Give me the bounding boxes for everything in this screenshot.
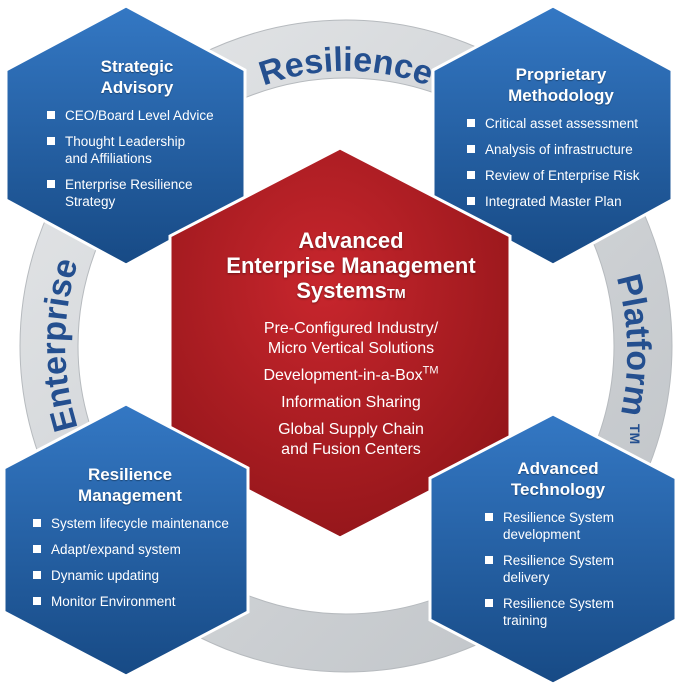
center-content: Advanced Enterprise Management SystemsTM… bbox=[200, 228, 502, 467]
list-item: CEO/Board Level Advice bbox=[46, 107, 236, 124]
list-item: Critical asset assessment bbox=[466, 115, 666, 132]
outer-ring-edge bbox=[19, 19, 673, 673]
inner-ring-edge bbox=[77, 77, 615, 615]
list-item: Dynamic updating bbox=[32, 567, 248, 584]
bullet-square-icon bbox=[467, 119, 475, 127]
list-item: Analysis of infrastructure bbox=[466, 141, 666, 158]
outer-ring bbox=[20, 20, 672, 672]
center-item-tm: TM bbox=[422, 364, 439, 377]
center-item-development-in-a-box: Development-in-a-BoxTM bbox=[263, 364, 439, 384]
list-item: Monitor Environment bbox=[32, 593, 248, 610]
bullet-square-icon bbox=[47, 180, 55, 188]
proprietary-methodology-title: Proprietary Methodology bbox=[508, 65, 614, 105]
bullet-square-icon bbox=[485, 599, 493, 607]
hexagon-advanced-technology bbox=[428, 412, 678, 686]
list-item: Integrated Master Plan bbox=[466, 193, 666, 210]
bullet-square-icon bbox=[485, 556, 493, 564]
center-item-preconfigured: Pre-Configured Industry/ Micro Vertical … bbox=[263, 320, 439, 357]
bullet-square-icon bbox=[467, 171, 475, 179]
ring-label-platform-tm: TM bbox=[627, 424, 643, 444]
list-item: Review of Enterprise Risk bbox=[466, 167, 666, 184]
center-title: Advanced Enterprise Management SystemsTM bbox=[226, 228, 476, 303]
resilience-management-content: Resilience Management System lifecycle m… bbox=[32, 464, 248, 619]
bullet-square-icon bbox=[467, 145, 475, 153]
hexagon-center bbox=[168, 146, 512, 540]
bullet-square-icon bbox=[47, 111, 55, 119]
list-item: System lifecycle maintenance bbox=[32, 515, 248, 532]
bullet-square-icon bbox=[485, 513, 493, 521]
resilience-management-title: Resilience Management bbox=[78, 465, 182, 505]
bullet-square-icon bbox=[47, 137, 55, 145]
list-item: Adapt/expand system bbox=[32, 541, 248, 558]
bullet-square-icon bbox=[33, 571, 41, 579]
strategic-advisory-content: Strategic Advisory CEO/Board Level Advic… bbox=[46, 56, 236, 219]
center-item-global-supply-chain: Global Supply Chain and Fusion Centers bbox=[278, 421, 424, 458]
center-title-tm: TM bbox=[386, 286, 406, 301]
bullet-square-icon bbox=[467, 197, 475, 205]
advanced-technology-title: Advanced Technology bbox=[510, 459, 606, 499]
bullet-square-icon bbox=[33, 545, 41, 553]
strategic-advisory-list: CEO/Board Level Advice Thought Leadershi… bbox=[46, 107, 236, 210]
resilience-management-list: System lifecycle maintenance Adapt/expan… bbox=[32, 515, 248, 610]
center-item-information-sharing: Information Sharing bbox=[281, 394, 421, 411]
hexagon-resilience-management bbox=[2, 402, 250, 678]
hexagon-strategic-advisory bbox=[4, 4, 247, 267]
proprietary-methodology-content: Proprietary Methodology Critical asset a… bbox=[466, 64, 666, 219]
proprietary-methodology-list: Critical asset assessment Analysis of in… bbox=[466, 115, 666, 210]
hexagon-proprietary-methodology bbox=[431, 4, 674, 267]
strategic-advisory-title: Strategic Advisory bbox=[100, 57, 174, 97]
bullet-square-icon bbox=[33, 597, 41, 605]
bullet-square-icon bbox=[33, 519, 41, 527]
